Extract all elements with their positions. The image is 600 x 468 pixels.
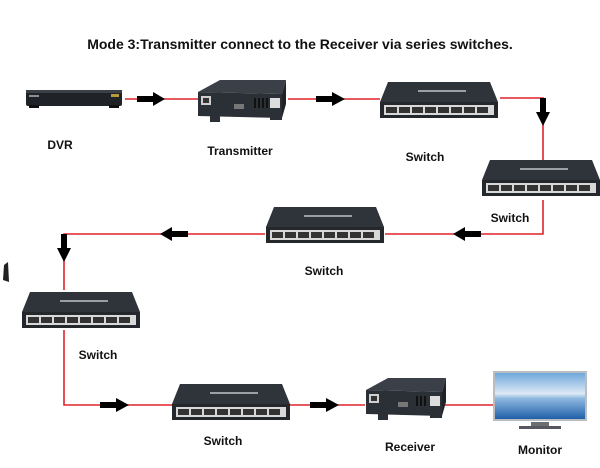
switch-icon-3: [266, 207, 384, 243]
arrow-down-icon: [57, 234, 71, 262]
label-receiver: Receiver: [384, 440, 436, 454]
arrow-right-icon: [137, 92, 165, 106]
switch-icon-5: [172, 384, 290, 420]
switch-icon-2: [482, 160, 600, 196]
arrow-left-icon: [160, 227, 188, 241]
label-dvr: DVR: [47, 138, 73, 152]
dvr-icon: [26, 90, 122, 108]
arrow-down-icon: [536, 98, 550, 126]
arrow-right-icon: [100, 398, 129, 412]
label-monitor: Monitor: [518, 443, 562, 457]
arrow-right-icon: [310, 398, 339, 412]
monitor-icon: [493, 371, 587, 429]
switch-icon-4: [22, 292, 140, 328]
cable-switch4-switch5: [63, 330, 173, 406]
image-fragment: [3, 262, 9, 282]
label-switch-3: Switch: [304, 264, 344, 278]
diagram-title: Mode 3:Transmitter connect to the Receiv…: [87, 36, 513, 52]
transmitter-icon: [198, 80, 286, 122]
switch-icon-1: [380, 82, 498, 118]
cable-switch3-switch4: [63, 233, 265, 290]
label-switch-2: Switch: [490, 211, 530, 225]
arrow-right-icon: [316, 92, 345, 106]
label-switch-5: Switch: [203, 434, 243, 448]
label-switch-1: Switch: [405, 150, 445, 164]
receiver-icon: [366, 378, 446, 420]
cable-switch1-switch2: [500, 97, 544, 160]
label-switch-4: Switch: [78, 348, 118, 362]
label-transmitter: Transmitter: [207, 144, 273, 158]
arrow-left-icon: [453, 227, 481, 241]
cable-switch2-switch3: [385, 200, 544, 235]
